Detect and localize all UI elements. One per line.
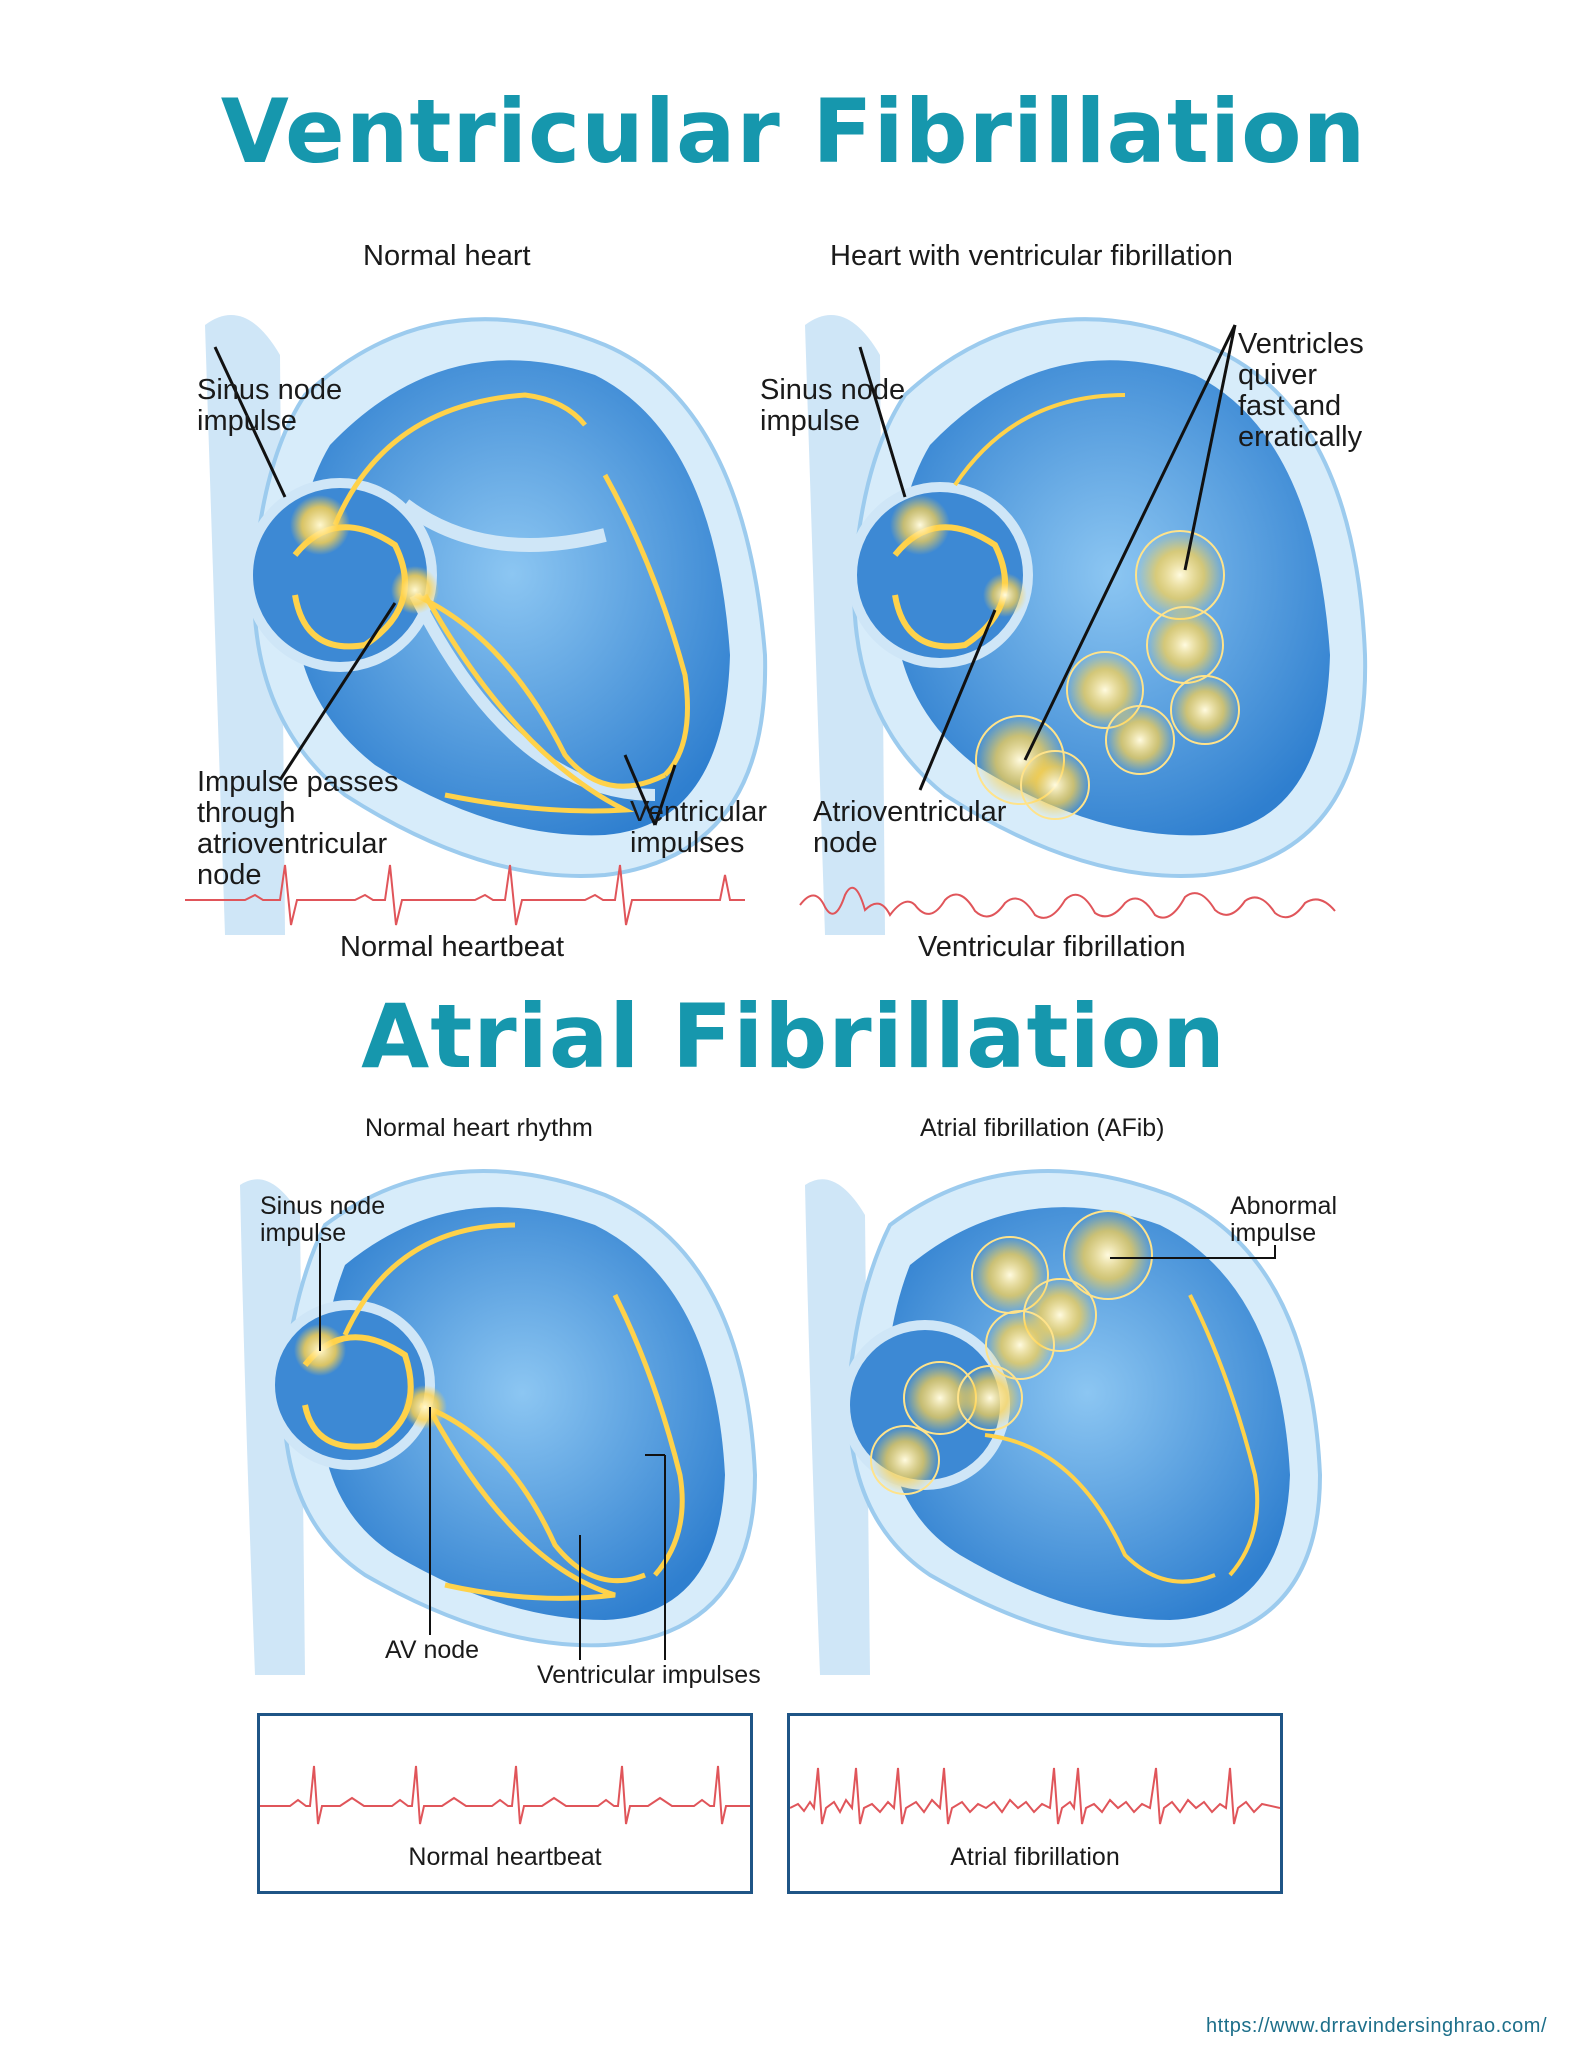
- vf-sinus-node-label: Sinus node impulse: [760, 374, 906, 437]
- vf-heart-illustration: [799, 315, 1368, 935]
- abnormal-impulse-circles: [870, 1210, 1153, 1495]
- normal-heartbeat-ecg-label: Normal heartbeat: [408, 1843, 602, 1871]
- vf-av-node-label: Atrioventricular node: [813, 796, 1007, 859]
- vf-ecg-caption: Ventricular fibrillation: [918, 931, 1186, 963]
- normal-heart-illustration: [185, 315, 768, 935]
- vf-fibrillation-heart-panel: Heart with ventricular fibrillation Sinu…: [760, 235, 1395, 970]
- af-fibrillation-panel: Atrial fibrillation (AFib) Abnormal impu…: [795, 1115, 1355, 1695]
- normal-heartbeat-caption: Normal heartbeat: [340, 931, 565, 963]
- ventricular-impulses-label: Ventricular impulses: [630, 796, 768, 859]
- af-normal-rhythm-panel: Normal heart rhythm Sinus node impulse A…: [225, 1115, 785, 1695]
- sinus-node-label: Sinus node impulse: [197, 374, 343, 437]
- af-av-node-label: AV node: [385, 1636, 480, 1664]
- afib-heart-illustration: [805, 1169, 1323, 1675]
- normal-heart-caption: Normal heart: [363, 240, 531, 272]
- quiver-impulse-circles: [975, 530, 1240, 820]
- ventricular-fibrillation-title: Ventricular Fibrillation: [220, 80, 1367, 183]
- av-node-label: Impulse passes through atrioventricular …: [197, 766, 399, 891]
- atrial-fibrillation-ecg-box: Atrial fibrillation: [787, 1713, 1283, 1894]
- af-normal-rhythm-caption: Normal heart rhythm: [365, 1114, 593, 1142]
- af-normal-heart-illustration: [240, 1169, 758, 1675]
- vf-normal-heart-panel: Normal heart Sinus node impulse Impulse …: [185, 235, 785, 970]
- normal-heartbeat-ecg-box: Normal heartbeat: [257, 1713, 753, 1894]
- atrial-fibrillation-ecg: [790, 1767, 1280, 1825]
- abnormal-impulse-label: Abnormal impulse: [1230, 1192, 1337, 1247]
- af-sinus-node-label: Sinus node impulse: [260, 1192, 386, 1247]
- normal-heartbeat-ecg: [260, 1765, 750, 1825]
- vf-heart-caption: Heart with ventricular fibrillation: [830, 240, 1233, 272]
- normal-ecg-trace: [185, 864, 745, 926]
- ventricles-quiver-label: Ventricles quiver fast and erratically: [1238, 328, 1364, 453]
- footer-url[interactable]: https://www.drravindersinghrao.com/: [1206, 2015, 1547, 2037]
- atrial-fibrillation-title: Atrial Fibrillation: [361, 985, 1226, 1088]
- afib-caption: Atrial fibrillation (AFib): [920, 1114, 1165, 1142]
- atrial-fibrillation-ecg-label: Atrial fibrillation: [950, 1843, 1120, 1871]
- vf-ecg-trace: [799, 886, 1336, 919]
- af-ventricular-impulses-label: Ventricular impulses: [537, 1661, 761, 1689]
